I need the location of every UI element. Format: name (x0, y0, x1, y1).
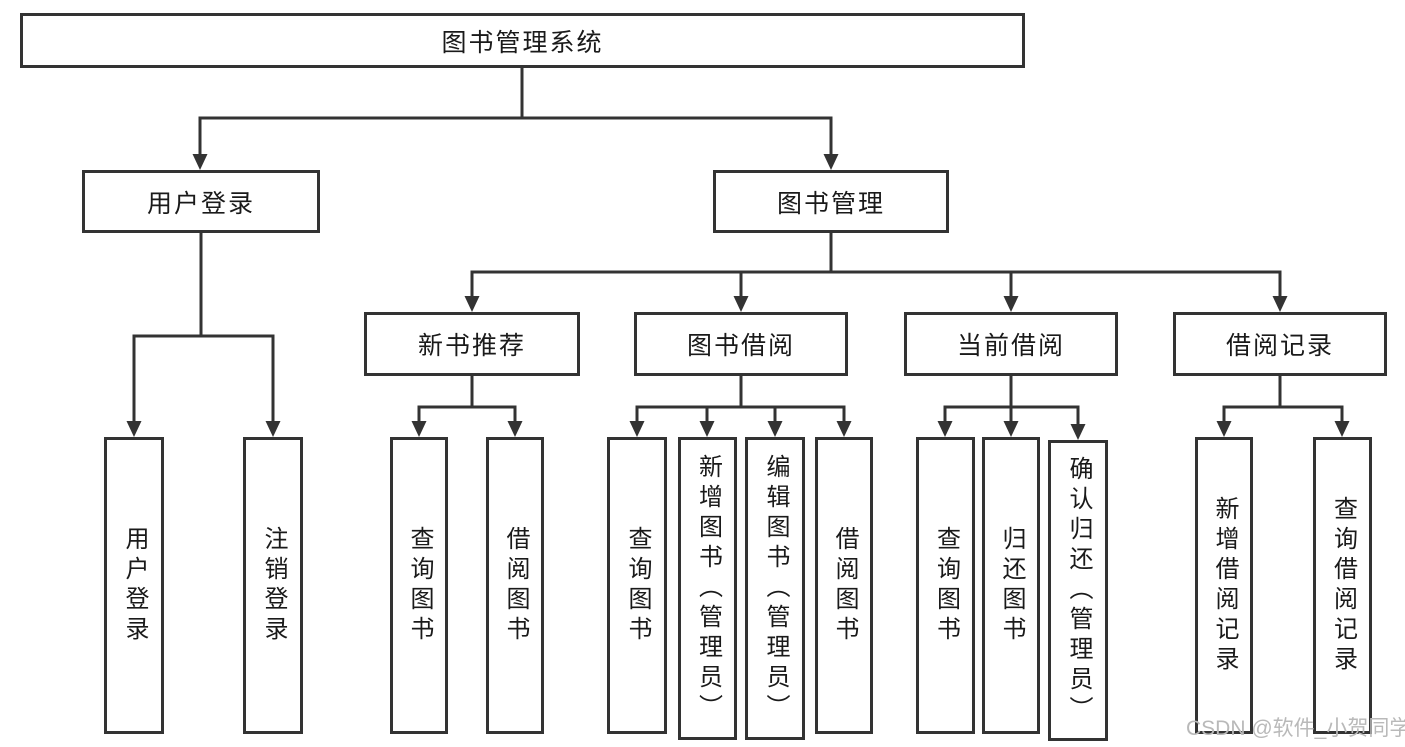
leaf-query-books-borrowing: 查询图书 (607, 437, 667, 734)
node-current-borrowing: 当前借阅 (904, 312, 1118, 376)
leaf-logout: 注销登录 (243, 437, 303, 734)
node-label: 编辑图书（管理员） (762, 453, 789, 724)
leaf-add-books-admin: 新增图书（管理员） (678, 437, 737, 740)
leaf-borrow-books-recommendation: 借阅图书 (486, 437, 544, 734)
leaf-confirm-return-admin: 确认归还（管理员） (1048, 440, 1108, 741)
node-label: 查询图书 (406, 525, 433, 646)
leaf-query-books-current: 查询图书 (916, 437, 975, 734)
node-label: 借阅图书 (502, 525, 529, 646)
connector-new-book-recommendation (411, 376, 523, 437)
node-book-borrowing: 图书借阅 (634, 312, 848, 376)
connector-current-borrowing (937, 376, 1086, 440)
leaf-return-books: 归还图书 (982, 437, 1040, 734)
leaf-add-borrow-record: 新增借阅记录 (1195, 437, 1253, 734)
leaf-edit-books-admin: 编辑图书（管理员） (745, 437, 805, 740)
node-label: 查询图书 (624, 525, 651, 646)
node-library-management-system: 图书管理系统 (20, 13, 1025, 68)
node-label: 借阅记录 (1225, 332, 1334, 360)
connector-borrowing-records (1216, 376, 1350, 437)
node-label: 查询图书 (932, 525, 960, 646)
node-user-login: 用户登录 (82, 170, 320, 233)
connector-user-login (126, 233, 281, 437)
node-label: 确认归还（管理员） (1065, 455, 1092, 726)
node-label: 当前借阅 (956, 332, 1065, 360)
node-label: 注销登录 (260, 525, 287, 646)
node-borrowing-records: 借阅记录 (1173, 312, 1387, 376)
node-label: 新增借阅记录 (1211, 495, 1238, 676)
node-label: 图书管理 (776, 189, 885, 218)
node-label: 新书推荐 (417, 332, 526, 360)
connector-book-management (464, 233, 1288, 312)
leaf-borrow-books-borrowing: 借阅图书 (815, 437, 873, 734)
node-label: 图书管理系统 (441, 28, 604, 57)
connector-book-borrowing (629, 376, 852, 437)
node-label: 用户登录 (146, 189, 255, 218)
node-new-book-recommendation: 新书推荐 (364, 312, 580, 376)
leaf-user-login: 用户登录 (104, 437, 164, 734)
node-label: 归还图书 (998, 525, 1025, 646)
node-label: 图书借阅 (686, 332, 795, 360)
connector-root (192, 68, 839, 170)
node-label: 查询借阅记录 (1329, 495, 1357, 676)
node-book-management: 图书管理 (713, 170, 949, 233)
node-label: 借阅图书 (831, 525, 858, 646)
node-label: 新增图书（管理员） (694, 453, 722, 724)
leaf-query-borrow-record: 查询借阅记录 (1313, 437, 1372, 734)
node-label: 用户登录 (121, 525, 148, 646)
leaf-query-books-recommendation: 查询图书 (390, 437, 448, 734)
csdn-watermark: CSDN @软件_小贺同学 (1186, 717, 1405, 740)
